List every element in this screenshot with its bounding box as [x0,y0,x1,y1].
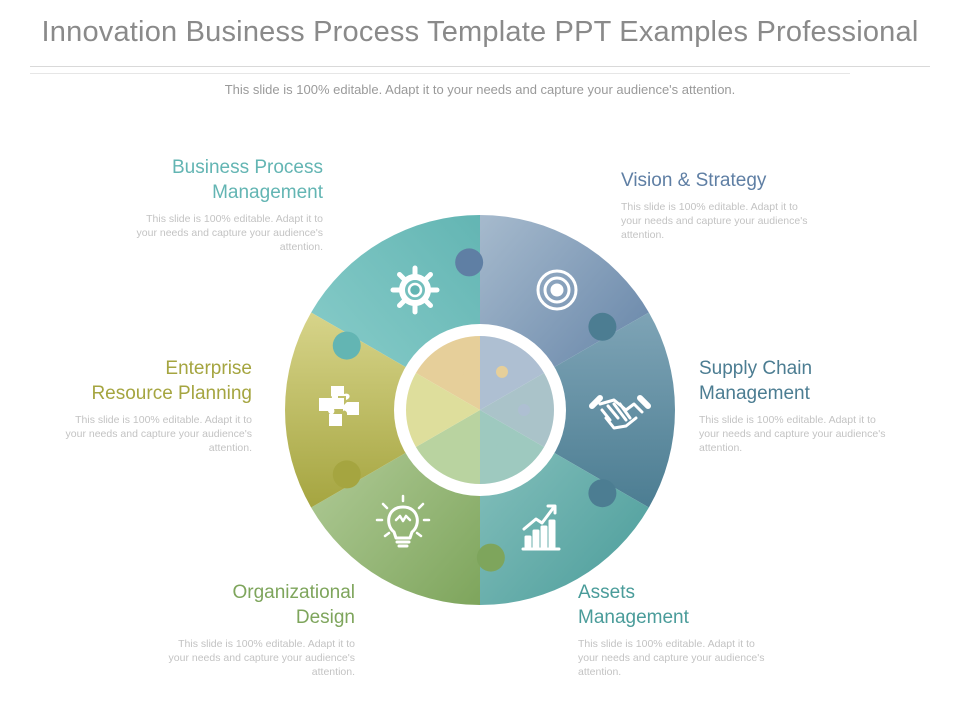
lightbulb-icon [375,494,431,548]
inner-puzzle-tab-1 [496,365,508,378]
label-assets-heading-line-2: Management [578,607,689,628]
label-bpm: Business Process Management This slide i… [83,155,323,254]
puzzle-icon [319,386,359,426]
label-bpm-heading-line-2: Management [212,182,323,203]
label-org-heading-line-1: Organizational [232,582,355,603]
label-bpm-description: This slide is 100% editable. Adapt it to… [136,213,323,253]
label-supply-heading-line-2: Management [699,383,810,404]
puzzle-tab-4 [476,543,505,572]
puzzle-tab-2 [588,312,617,341]
label-supply-heading-line-1: Supply Chain [699,358,813,379]
label-erp-heading: Enterprise Resource Planning [12,356,252,406]
puzzle-tab-1 [455,248,484,277]
label-org-description: This slide is 100% editable. Adapt it to… [168,638,355,678]
label-erp-heading-line-1: Enterprise [165,358,252,379]
label-erp-description: This slide is 100% editable. Adapt it to… [65,414,252,454]
inner-segment-supply [480,373,554,447]
label-assets: Assets Management This slide is 100% edi… [578,580,818,679]
inner-segment-erp [406,373,480,447]
puzzle-tab-5 [332,460,361,489]
puzzle-tab-3 [588,479,617,508]
label-erp: Enterprise Resource Planning This slide … [12,356,252,455]
inner-puzzle-tab-5 [430,404,442,416]
label-org-heading: Organizational Design [115,580,355,630]
label-erp-heading-line-2: Resource Planning [91,383,252,404]
label-supply: Supply Chain Management This slide is 10… [699,356,939,455]
label-assets-heading: Assets Management [578,580,818,630]
label-org-heading-line-2: Design [295,607,355,628]
label-vision: Vision & Strategy This slide is 100% edi… [621,168,861,242]
label-bpm-heading: Business Process Management [83,155,323,205]
label-assets-heading-line-1: Assets [578,582,636,603]
inner-puzzle-tab-6 [452,365,464,378]
label-supply-description: This slide is 100% editable. Adapt it to… [699,414,886,454]
segment-supply [480,312,675,508]
inner-puzzle-tab-3 [496,442,508,455]
growth-chart-icon [521,504,561,551]
label-org: Organizational Design This slide is 100%… [115,580,355,679]
title-divider-secondary [30,73,850,74]
label-supply-heading: Supply Chain Management [699,356,939,406]
label-assets-description: This slide is 100% editable. Adapt it to… [578,638,765,678]
label-vision-heading: Vision & Strategy [621,168,861,193]
label-vision-heading-line-1: Vision & Strategy [621,170,767,191]
title-divider [30,66,930,67]
inner-segment-vision [480,336,545,410]
segment-erp [285,312,480,508]
label-bpm-heading-line-1: Business Process [171,157,323,178]
inner-segment-org [415,410,480,484]
puzzle-tab-6 [332,331,361,360]
inner-puzzle-tab-4 [452,442,464,455]
inner-puzzle-tab-2 [518,404,530,416]
slide-title: Innovation Business Process Template PPT… [41,16,919,48]
slide-subtitle: This slide is 100% editable. Adapt it to… [224,82,736,97]
label-vision-description: This slide is 100% editable. Adapt it to… [621,201,808,241]
inner-segment-assets [480,410,545,484]
target-icon [536,269,578,311]
gear-icon [390,265,440,315]
inner-segment-bpm [415,336,480,410]
handshake-icon [589,395,651,430]
